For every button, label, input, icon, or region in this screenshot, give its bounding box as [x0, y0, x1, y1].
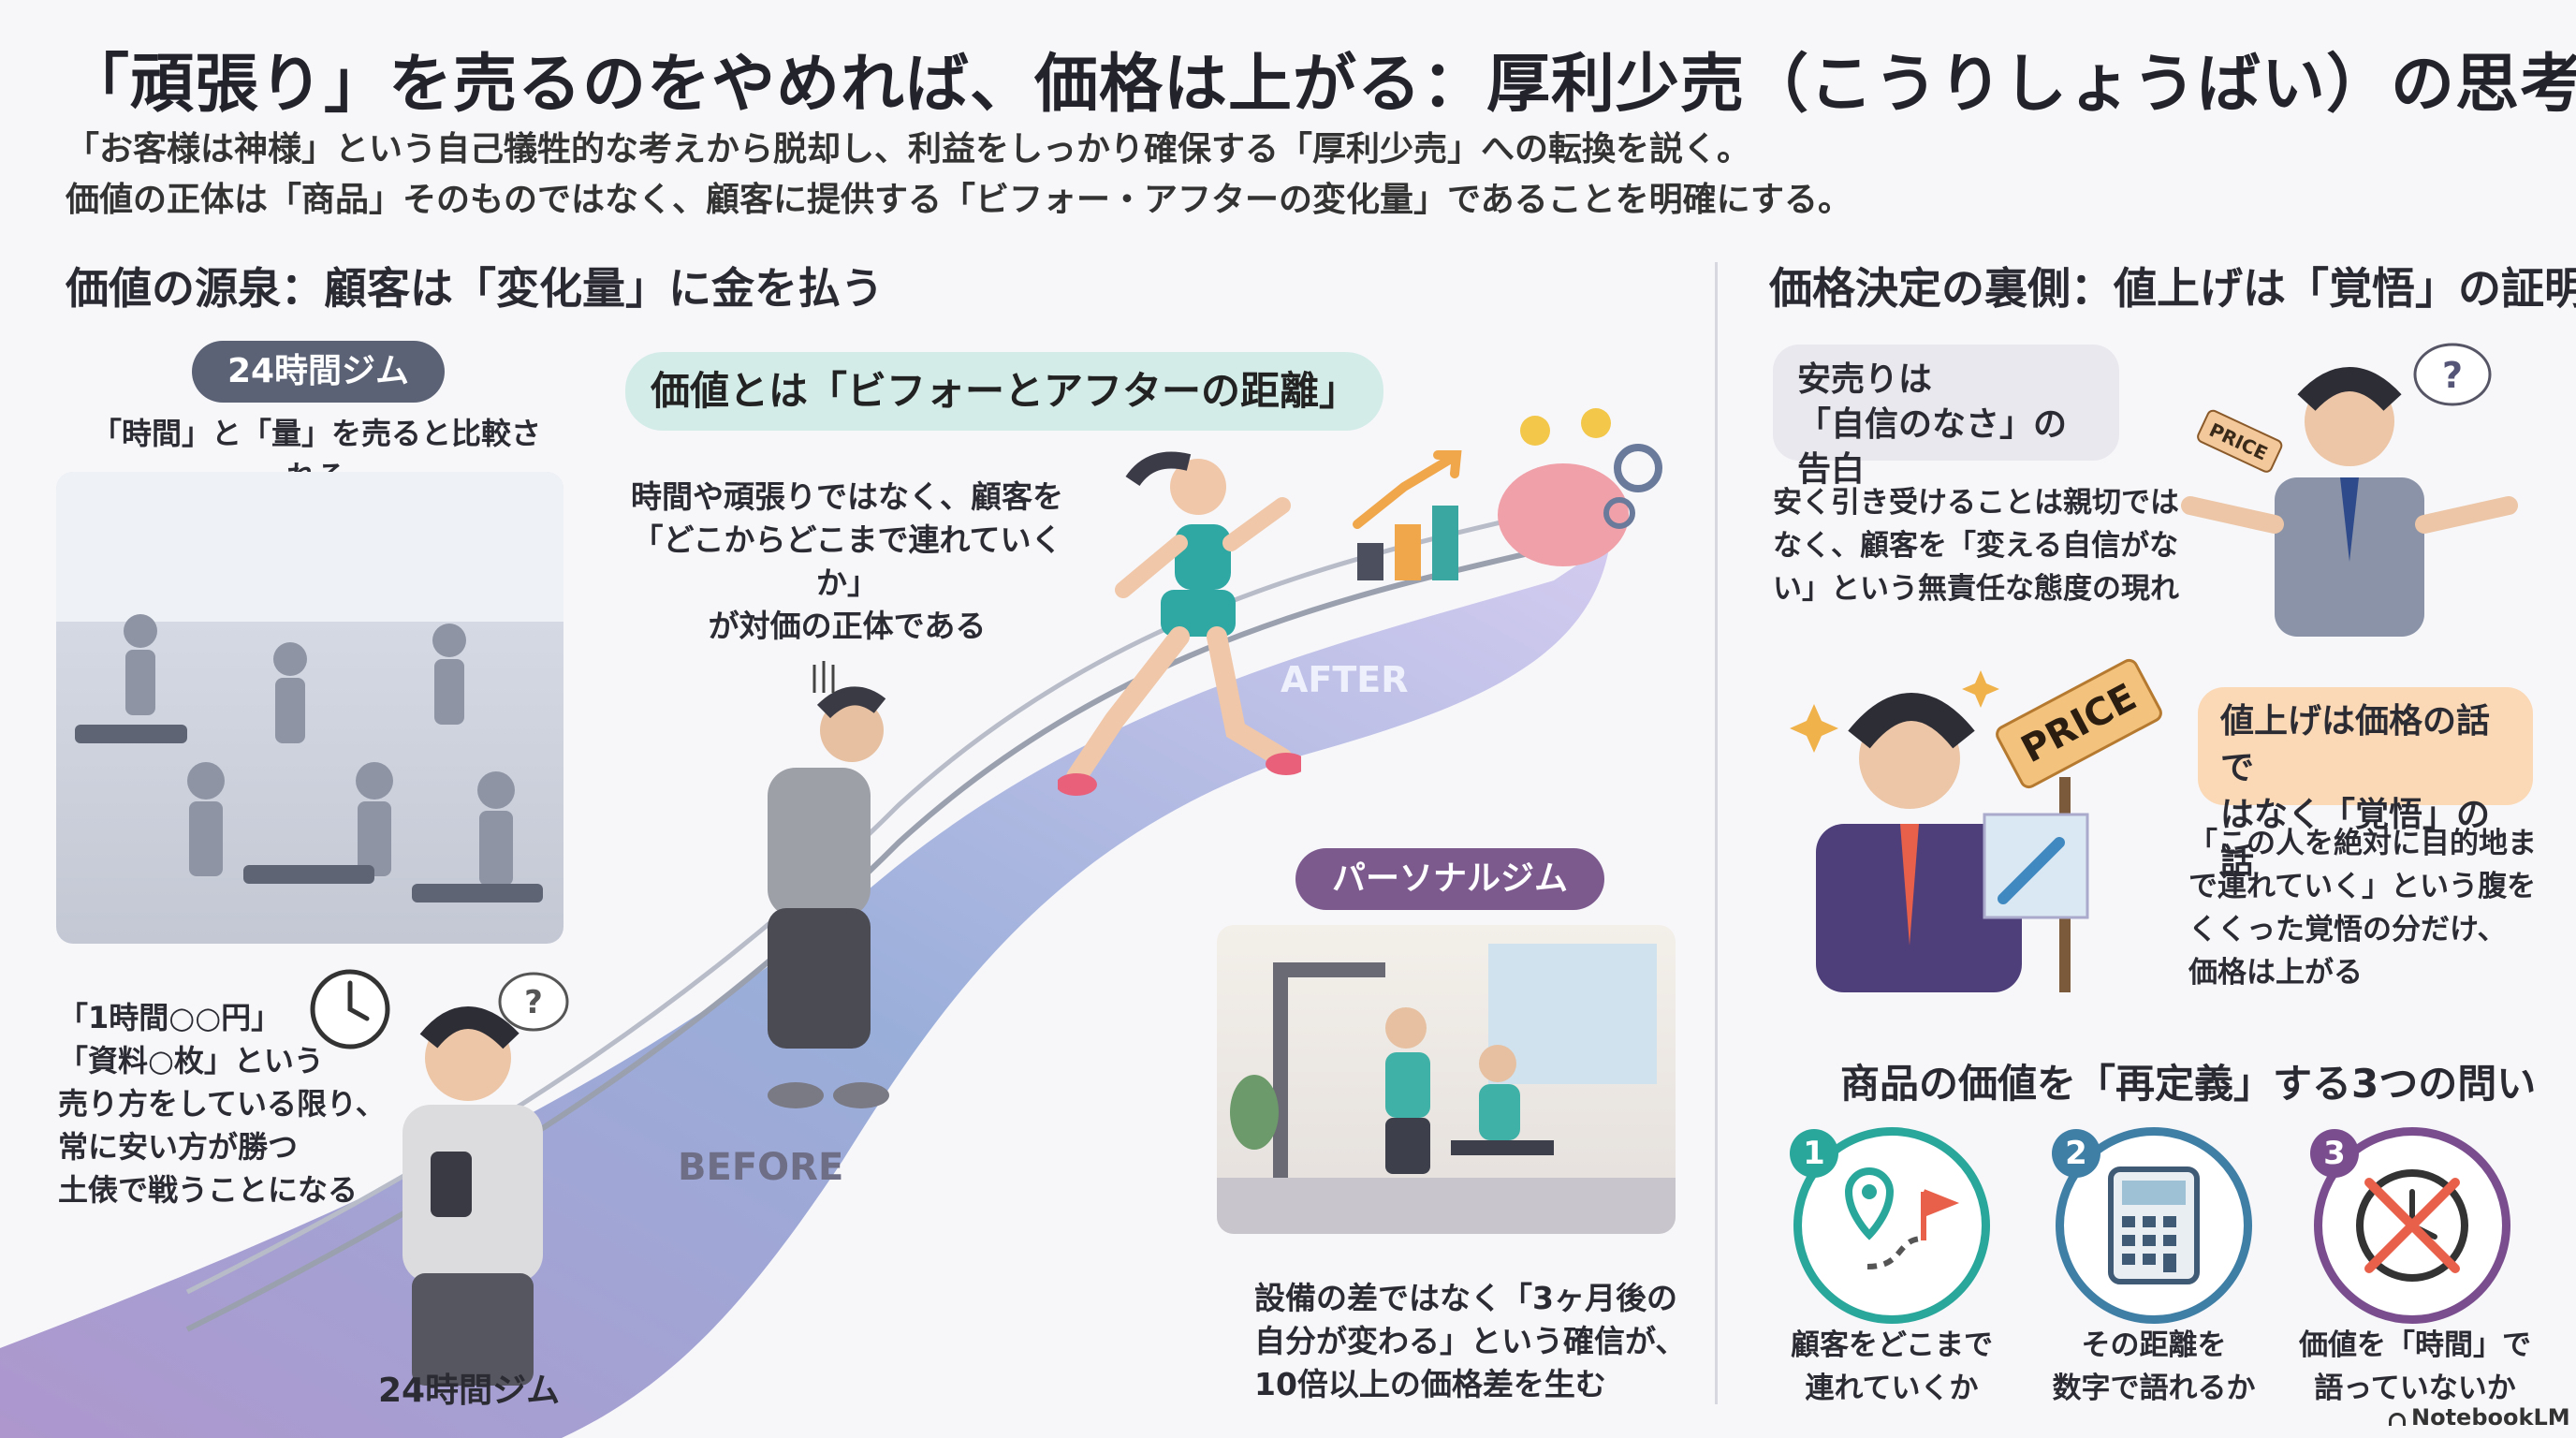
clock-icon — [310, 969, 390, 1049]
cheap-description: 安く引き受けることは親切では なく、顧客を「変える自信がな い」という無責任な態… — [1773, 486, 2179, 606]
question-3-text: 価値を「時間」で 語っていないか — [2299, 1328, 2531, 1405]
value-definition-pill: 価値とは「ビフォーとアフターの距離」 — [625, 352, 1383, 431]
question-3-number: 3 — [2310, 1129, 2359, 1178]
cheap-pricing-text: 「1時間○○円」 「資料○枚」という 売り方をしている限り、 常に安い方が勝つ … — [58, 1000, 386, 1208]
worried-businessman-illustration: ? PRICE — [2181, 343, 2518, 637]
personal-gym-tag: パーソナルジム — [1295, 848, 1604, 910]
confident-businessman-illustration — [1790, 670, 2089, 992]
worried-phone-person-illustration — [402, 1006, 543, 1386]
map-pin-flag-icon — [1844, 1167, 1960, 1269]
question-1-number: 1 — [1790, 1129, 1838, 1178]
personal-gym-text: 設備の差ではなく「3ヶ月後の 自分が変わる」という確信が、 10倍以上の価格差を… — [1254, 1280, 1687, 1402]
brain-ideas-icon — [1498, 408, 1662, 566]
subtitle-line-1: 「お客様は神様」という自己犠牲的な考えから脱却し、利益をしっかり確保する「厚利少… — [66, 130, 1751, 169]
right-section-heading: 価格決定の裏側：値上げは「覚悟」の証明 — [1769, 263, 2576, 314]
after-label: AFTER — [1281, 659, 1409, 700]
cheap-confession-bubble: 安売りは 「自信のなさ」の告白 — [1773, 345, 2119, 489]
question-2-number: 2 — [2052, 1129, 2100, 1178]
raise-description: 「この人を絶対に目的地ま で連れていく」という腹を くくった覚悟の分だけ、 価格… — [2188, 827, 2537, 990]
raise-price-callout: 値上げは価格の話で はなく「覚悟」の話 — [2198, 687, 2533, 881]
personal-gym-illustration — [1217, 925, 1676, 1234]
notebooklm-logo-icon — [2389, 1413, 2406, 1426]
svg-text:?: ? — [524, 984, 543, 1021]
notebooklm-brand: NotebookLM — [2389, 1404, 2570, 1431]
tired-person-before-illustration — [768, 661, 889, 1108]
subtitle-line-2: 価値の正体は「商品」そのものではなく、顧客に提供する「ビフォー・アフターの変化量… — [66, 181, 1852, 219]
crossed-clock-icon — [2356, 1169, 2468, 1282]
gym24-tag: 24時間ジム — [192, 341, 445, 403]
section-divider — [1715, 262, 1718, 1404]
before-label: BEFORE — [678, 1146, 844, 1189]
runner-after-illustration — [1058, 451, 1301, 796]
calculator-icon — [2108, 1167, 2200, 1284]
growth-chart-icon — [1353, 450, 1462, 580]
gym24-caption: 「時間」と「量」を売ると比較される — [91, 416, 541, 494]
svg-text:?: ? — [2442, 355, 2463, 396]
question-1-text: 顧客をどこまで 連れていくか — [1790, 1328, 1994, 1405]
gym24-bottom-label: 24時間ジム — [378, 1372, 561, 1410]
page-title: 「頑張り」を売るのをやめれば、価格は上がる：厚利少売（こうりしょうばい）の思考法 — [66, 48, 2576, 122]
question-bubble-icon: ? — [498, 972, 569, 1032]
gym24-crowded-illustration — [56, 472, 564, 944]
question-2-text: その距離を 数字で語れるか — [2052, 1328, 2256, 1405]
left-section-heading: 価値の源泉：顧客は「変化量」に金を払う — [66, 263, 884, 314]
questions-heading: 商品の価値を「再定義」する3つの問い — [1840, 1061, 2537, 1107]
value-text: 時間や頑張りではなく、顧客を 「どこからどこまで連れていくか」 が対価の正体であ… — [631, 478, 1063, 644]
question-2-circle — [2056, 1127, 2252, 1324]
